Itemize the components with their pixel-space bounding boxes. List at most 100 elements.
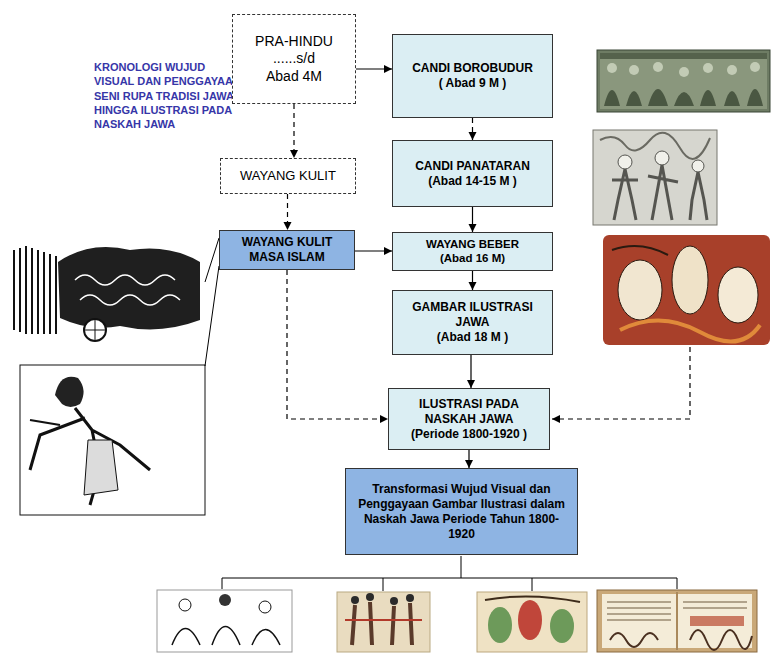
painted-figure bbox=[366, 593, 374, 601]
panataran-relief bbox=[593, 130, 717, 225]
node-text: Abad 4M bbox=[266, 68, 322, 86]
wayang-figure bbox=[20, 365, 205, 515]
relief-figure bbox=[648, 165, 678, 220]
painted-figure bbox=[488, 607, 512, 643]
node-text: CANDI PANATARAN bbox=[415, 159, 530, 174]
connector-arrow bbox=[468, 450, 469, 468]
relief-figure bbox=[626, 91, 642, 106]
painted-ornament bbox=[345, 619, 422, 621]
process-box: GAMBAR ILUSTRASI JAWA(Abad 18 M ) bbox=[392, 290, 553, 355]
node-text: (Abad 16 M) bbox=[440, 251, 505, 265]
relief-figure bbox=[700, 90, 716, 106]
connector-arrow bbox=[287, 270, 388, 419]
process-box: CANDI BOROBUDUR( Abad 9 M ) bbox=[392, 34, 553, 118]
painted-figure bbox=[618, 260, 662, 320]
connector-arrow bbox=[356, 68, 392, 69]
node-text: CANDI BOROBUDUR bbox=[412, 61, 533, 76]
relief-figure bbox=[679, 67, 689, 77]
relief-figure bbox=[604, 90, 620, 106]
relief-figure bbox=[690, 172, 707, 220]
relief-figure bbox=[607, 63, 617, 73]
dashed-arrow bbox=[552, 347, 690, 419]
painted-ornament bbox=[612, 246, 668, 255]
spear-row bbox=[14, 246, 56, 334]
relief-figure bbox=[655, 151, 669, 165]
node-text: (Abad 14-15 M ) bbox=[428, 174, 517, 189]
relief-figure bbox=[648, 89, 668, 106]
diagram-title: KRONOLOGI WUJUD VISUAL DAN PENGGAYAAN SE… bbox=[94, 60, 246, 131]
painted-figure bbox=[351, 596, 359, 604]
painted-ornament bbox=[620, 320, 760, 341]
connector-arrow bbox=[355, 250, 392, 251]
picture-frame bbox=[477, 592, 587, 652]
painted-figure bbox=[352, 602, 412, 645]
sketch-figure bbox=[259, 601, 271, 613]
dashed-box: WAYANG KULIT bbox=[220, 158, 356, 194]
bracket-line bbox=[222, 556, 677, 591]
node-text: Transformasi Wujud Visual dan Penggayaan… bbox=[352, 482, 571, 542]
relief-figure bbox=[629, 65, 639, 75]
relief-figure bbox=[618, 155, 632, 169]
connector-arrow bbox=[472, 118, 473, 140]
sketch-figure bbox=[172, 627, 280, 646]
open-manuscript bbox=[597, 590, 757, 652]
relief-figure bbox=[674, 92, 694, 106]
painted-figure bbox=[550, 609, 574, 643]
book-fold bbox=[677, 592, 678, 650]
relief-panel bbox=[593, 130, 717, 225]
connector-arrow bbox=[470, 355, 471, 388]
book-cover bbox=[597, 590, 757, 652]
wayang-body bbox=[30, 408, 150, 505]
process-box: WAYANG KULIT MASA ISLAM bbox=[219, 230, 355, 270]
relief-figure bbox=[653, 62, 663, 72]
relief-figure bbox=[612, 169, 638, 220]
relief-panel bbox=[597, 50, 770, 112]
node-text: WAYANG KULIT MASA ISLAM bbox=[226, 235, 348, 265]
relief-figure bbox=[750, 62, 760, 72]
connector-arrow bbox=[287, 194, 288, 230]
wayang-head bbox=[55, 377, 84, 407]
wayang-kulit-scene bbox=[14, 246, 200, 341]
painted-figure bbox=[672, 246, 708, 314]
painted-figure bbox=[518, 600, 542, 640]
borobudur-relief bbox=[597, 50, 770, 112]
node-text: ILUSTRASI PADA NASKAH JAWA bbox=[395, 397, 543, 427]
relief-foliage bbox=[600, 133, 710, 159]
picture-frame bbox=[337, 592, 430, 652]
node-text: PRA-HINDU bbox=[255, 33, 333, 51]
picture-frame bbox=[157, 590, 292, 652]
sketch-figure bbox=[179, 599, 191, 611]
wayang-carving bbox=[75, 275, 180, 305]
node-text: (Periode 1800-1920 ) bbox=[411, 427, 527, 442]
cart-wheel bbox=[84, 319, 106, 341]
relief-ground bbox=[600, 53, 767, 109]
figure-frame bbox=[20, 365, 205, 515]
wayang-mass bbox=[58, 247, 200, 330]
process-box: Transformasi Wujud Visual dan Penggayaan… bbox=[345, 468, 578, 555]
painted-figure bbox=[718, 267, 758, 323]
painted-ornament bbox=[485, 596, 580, 602]
relief-figure bbox=[692, 160, 704, 172]
manuscript-illustration bbox=[337, 592, 430, 652]
book-drawing bbox=[690, 616, 744, 626]
process-box: WAYANG BEBER(Abad 16 M) bbox=[392, 232, 553, 271]
dashed-box: PRA-HINDU......s/dAbad 4M bbox=[232, 14, 356, 104]
node-text: WAYANG BEBER bbox=[426, 237, 519, 251]
process-box: ILUSTRASI PADA NASKAH JAWA(Periode 1800-… bbox=[388, 388, 550, 450]
painting-ground bbox=[603, 235, 770, 345]
painted-figure bbox=[406, 594, 414, 602]
book-drawing bbox=[610, 630, 752, 650]
process-box: CANDI PANATARAN(Abad 14-15 M ) bbox=[392, 140, 553, 207]
relief-figure bbox=[747, 89, 763, 106]
wayang-cloth bbox=[84, 440, 118, 495]
connector-arrow bbox=[293, 104, 294, 158]
leader-line bbox=[205, 266, 219, 366]
node-text: WAYANG KULIT bbox=[240, 168, 336, 184]
sketch-illustration bbox=[157, 590, 292, 652]
relief-figure bbox=[703, 63, 713, 73]
relief-figure bbox=[727, 65, 737, 75]
node-text: ( Abad 9 M ) bbox=[439, 76, 507, 91]
relief-figure bbox=[724, 91, 740, 106]
cart-wheel bbox=[84, 319, 106, 341]
